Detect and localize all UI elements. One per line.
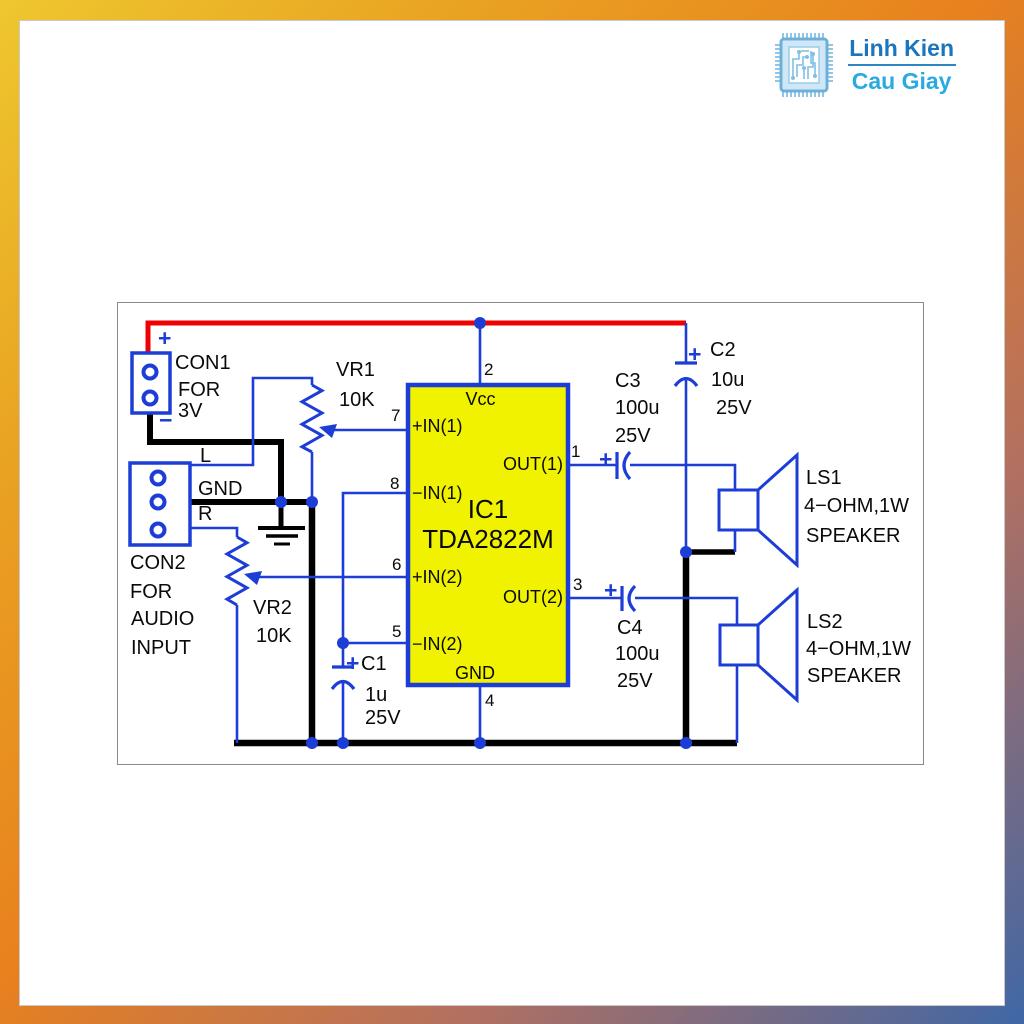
con1-title-line2: FOR bbox=[178, 379, 221, 401]
ls2-spec: 4−OHM,1W bbox=[806, 638, 912, 660]
ic-pin-num-2: 2 bbox=[484, 360, 494, 379]
vr2-wiper-arrow bbox=[244, 571, 262, 585]
vr1-ref: VR1 bbox=[336, 359, 375, 381]
con1-title-line3: 3V bbox=[178, 400, 203, 422]
c4-voltage: 25V bbox=[617, 670, 653, 692]
ls1-ref: LS1 bbox=[806, 467, 842, 489]
ic-part-number: TDA2822M bbox=[422, 524, 554, 554]
ic-pin-label-6: +IN(2) bbox=[412, 567, 463, 587]
ls2-symbol bbox=[718, 586, 799, 704]
con2-title-line4: INPUT bbox=[131, 637, 191, 659]
ic-body bbox=[405, 382, 571, 688]
vr2-value: 10K bbox=[256, 625, 292, 647]
ls2-type: SPEAKER bbox=[807, 665, 902, 687]
ic-designator: IC1 bbox=[467, 494, 509, 524]
vr1-wiper-arrow bbox=[319, 424, 337, 438]
c2-voltage: 25V bbox=[716, 397, 752, 419]
c1-voltage: 25V bbox=[365, 707, 401, 729]
con1-symbol bbox=[130, 351, 172, 415]
ls1-type: SPEAKER bbox=[806, 525, 901, 547]
vr1-value: 10K bbox=[339, 389, 375, 411]
ground-symbol bbox=[258, 502, 305, 546]
ic-gnd-label: GND bbox=[455, 663, 495, 683]
c2-value: 10u bbox=[711, 369, 745, 391]
con2-title-line2: FOR bbox=[130, 581, 173, 603]
schematic-panel: + CON1 FOR 3V − VR1 10K L GND R CON2 FOR… bbox=[117, 302, 924, 765]
ic-pin-num-8: 8 bbox=[390, 474, 400, 493]
brand-line-1: Linh Kien bbox=[849, 35, 954, 62]
ic-pin-num-3: 3 bbox=[573, 575, 583, 594]
con2-pin-l: L bbox=[200, 445, 212, 467]
c2-plus-sign: + bbox=[688, 341, 702, 367]
con2-title-line1: CON2 bbox=[130, 552, 186, 574]
vr2-ref: VR2 bbox=[253, 597, 292, 619]
ls1-symbol bbox=[717, 451, 799, 569]
c3-symbol bbox=[615, 450, 632, 481]
c4-symbol bbox=[620, 584, 637, 613]
con2-pin-r: R bbox=[198, 503, 213, 525]
c1-value: 1u bbox=[365, 684, 388, 706]
chip-icon bbox=[775, 33, 834, 97]
c3-ref: C3 bbox=[615, 370, 641, 392]
ic-pin-label-8: −IN(1) bbox=[412, 483, 463, 503]
brand-divider bbox=[847, 63, 956, 66]
c3-value: 100u bbox=[615, 397, 660, 419]
ic-pin-label-7: +IN(1) bbox=[412, 416, 463, 436]
c2-symbol bbox=[673, 361, 699, 387]
brand-text: Linh Kien Cau Giay bbox=[845, 35, 958, 94]
signal-wires bbox=[190, 323, 739, 743]
ls2-ref: LS2 bbox=[807, 611, 843, 633]
ic-out2-label: OUT(2) bbox=[503, 587, 563, 607]
c4-value: 100u bbox=[615, 643, 660, 665]
con1-plus-sign: + bbox=[158, 325, 172, 351]
junction-dots bbox=[275, 317, 692, 749]
con2-symbol bbox=[128, 461, 192, 547]
ic-out1-label: OUT(1) bbox=[503, 454, 563, 474]
con2-pin-gnd: GND bbox=[198, 478, 243, 500]
brand-line-2: Cau Giay bbox=[851, 67, 952, 94]
ic-pin-label-5: −IN(2) bbox=[412, 634, 463, 654]
con1-title-line1: CON1 bbox=[175, 352, 231, 374]
schematic-drawing bbox=[128, 317, 799, 749]
ic-vcc-label: Vcc bbox=[465, 389, 496, 409]
c2-ref: C2 bbox=[710, 339, 736, 361]
c3-voltage: 25V bbox=[615, 425, 651, 447]
vr2-symbol bbox=[223, 535, 251, 607]
ls1-spec: 4−OHM,1W bbox=[804, 495, 910, 517]
ic-pin-num-6: 6 bbox=[392, 555, 402, 574]
con2-title-line3: AUDIO bbox=[131, 608, 195, 630]
ic-pin-num-5: 5 bbox=[392, 622, 402, 641]
c4-ref: C4 bbox=[617, 617, 643, 639]
white-canvas: Linh Kien Cau Giay bbox=[20, 21, 1004, 1005]
power-rail-red bbox=[145, 320, 686, 355]
ic-pin-num-4: 4 bbox=[485, 691, 495, 710]
c1-plus-sign: + bbox=[346, 650, 360, 676]
c4-plus-sign: + bbox=[604, 577, 618, 603]
brand-logo: Linh Kien Cau Giay bbox=[773, 31, 958, 99]
con1-minus-sign: − bbox=[159, 407, 173, 433]
ic-pin-num-1: 1 bbox=[571, 442, 581, 461]
c3-plus-sign: + bbox=[599, 446, 613, 472]
ic-pin-num-7: 7 bbox=[391, 406, 401, 425]
c1-symbol bbox=[330, 665, 356, 690]
vr1-symbol bbox=[298, 383, 326, 454]
c1-ref: C1 bbox=[361, 653, 387, 675]
